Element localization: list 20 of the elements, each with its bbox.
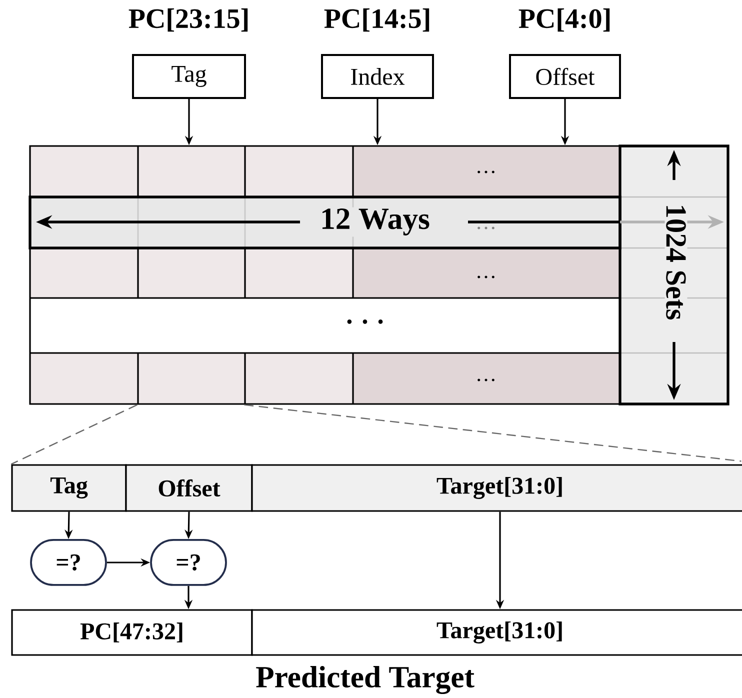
- field-box: Index: [321, 54, 434, 99]
- entry-cell: Offset: [125, 464, 253, 512]
- ellipsis: …: [478, 226, 494, 230]
- bit-range-heading: PC[14:5]: [324, 8, 430, 32]
- caption: Predicted Target: [256, 666, 474, 694]
- cache-array-drawing: [28, 144, 730, 406]
- ellipsis: …: [478, 378, 494, 382]
- zoom-line: [244, 404, 742, 462]
- dimension-label: 1024 Sets: [664, 202, 688, 322]
- bit-range-heading: PC[23:15]: [128, 8, 248, 32]
- field-box: Offset: [509, 54, 621, 99]
- dimension-label: 12 Ways: [318, 207, 432, 237]
- ellipsis: …: [478, 276, 494, 278]
- field-box: Tag: [132, 54, 246, 99]
- ellipsis: …: [478, 170, 494, 174]
- ellipsis: · · ·: [347, 320, 383, 324]
- entry-cell: Tag: [11, 464, 127, 512]
- bit-range-heading: PC[4:0]: [518, 8, 610, 32]
- output-cell: PC[47:32]: [11, 609, 253, 656]
- zoom-line: [10, 404, 138, 465]
